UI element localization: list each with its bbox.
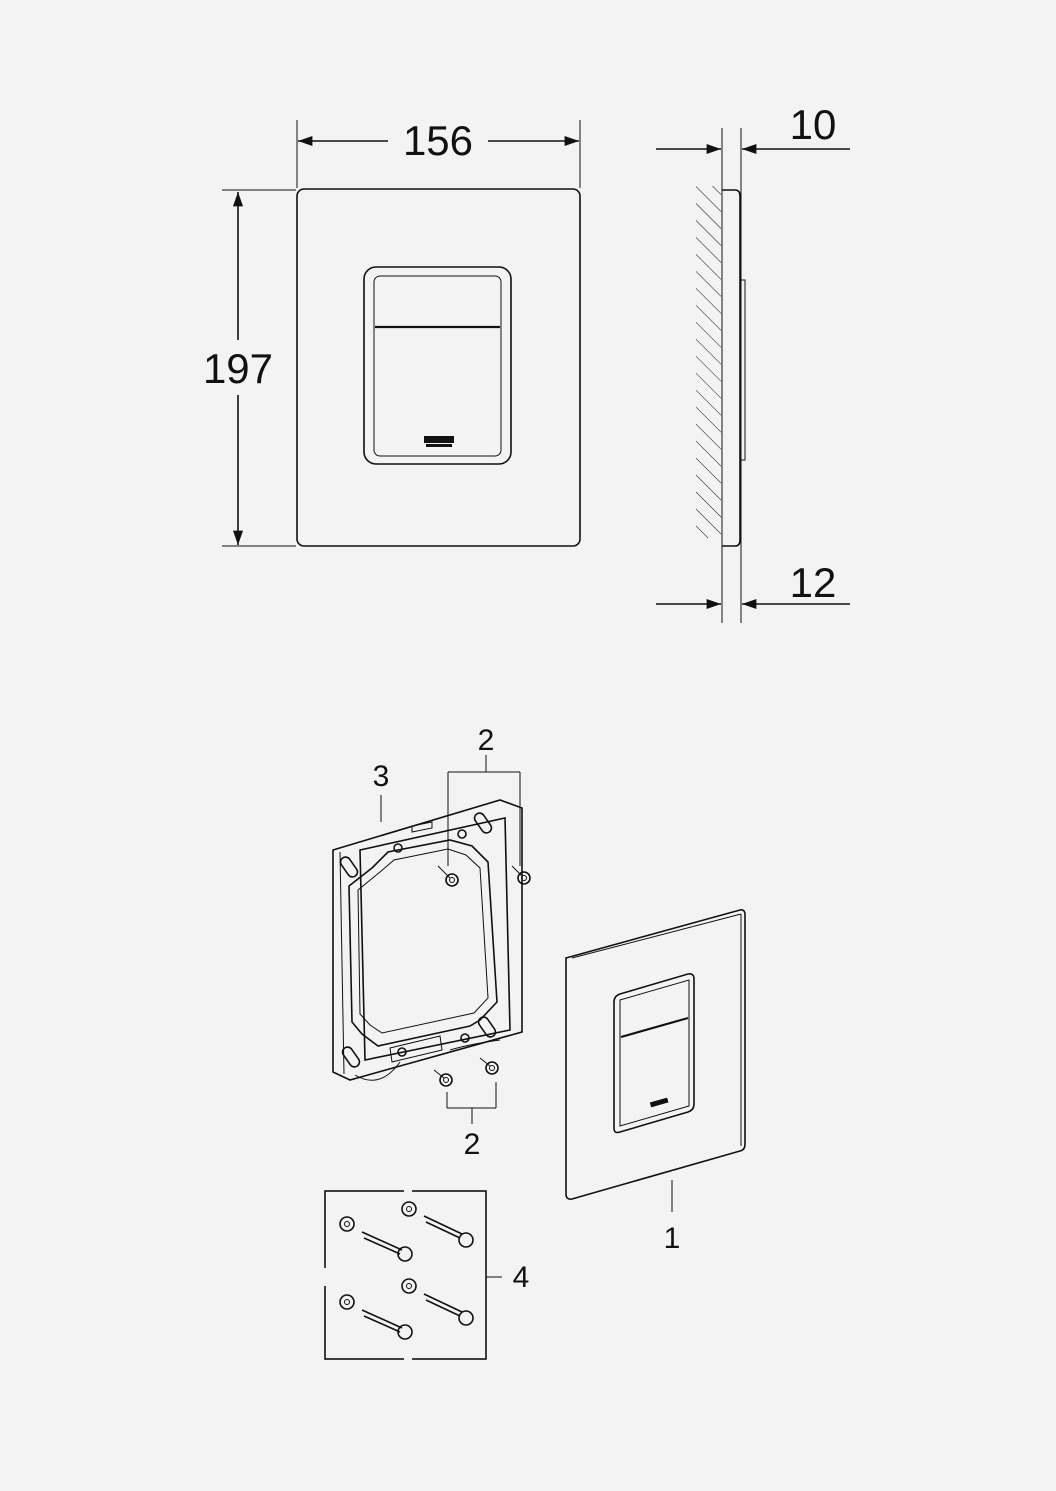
front-plate-outline [296,188,581,547]
side-view: 10 12 [656,101,850,623]
depth-bottom-label: 12 [790,559,837,606]
side-plate-profile [722,189,741,547]
depth-top-dimension: 10 [656,101,850,155]
callout-bracket-top [447,755,521,866]
callout-1: 1 [664,1222,681,1255]
iso-logo-icon [649,1097,669,1108]
button-frame [363,266,512,465]
screw-group-top [437,865,531,887]
flush-plate-iso [565,909,746,1200]
fixing-screw-3 [339,1294,413,1340]
wall-hatching [696,186,721,538]
width-dimension: 156 [298,117,579,164]
mounting-frame [332,799,523,1081]
front-view: 156 197 [203,117,581,547]
fixing-screw-4 [401,1278,474,1326]
fixing-screw-1 [339,1216,413,1262]
side-button-profile [739,279,746,461]
height-dimension: 197 [203,192,273,545]
fixing-set-box [323,1189,502,1361]
height-label: 197 [203,345,273,392]
screw-group-bottom [433,1057,499,1087]
depth-bottom-dimension: 12 [656,559,850,610]
callout-3: 3 [373,760,390,793]
width-label: 156 [403,117,473,164]
depth-top-label: 10 [790,101,837,148]
callout-4: 4 [513,1261,530,1294]
fixing-screw-2 [401,1201,474,1248]
callout-2-top: 2 [478,724,495,757]
logo-icon [424,436,454,447]
callout-bracket-bottom [446,1082,497,1124]
exploded-view: 3 2 2 1 [323,724,746,1361]
button-inner-outline [373,275,502,457]
callout-2-bottom: 2 [464,1128,481,1161]
